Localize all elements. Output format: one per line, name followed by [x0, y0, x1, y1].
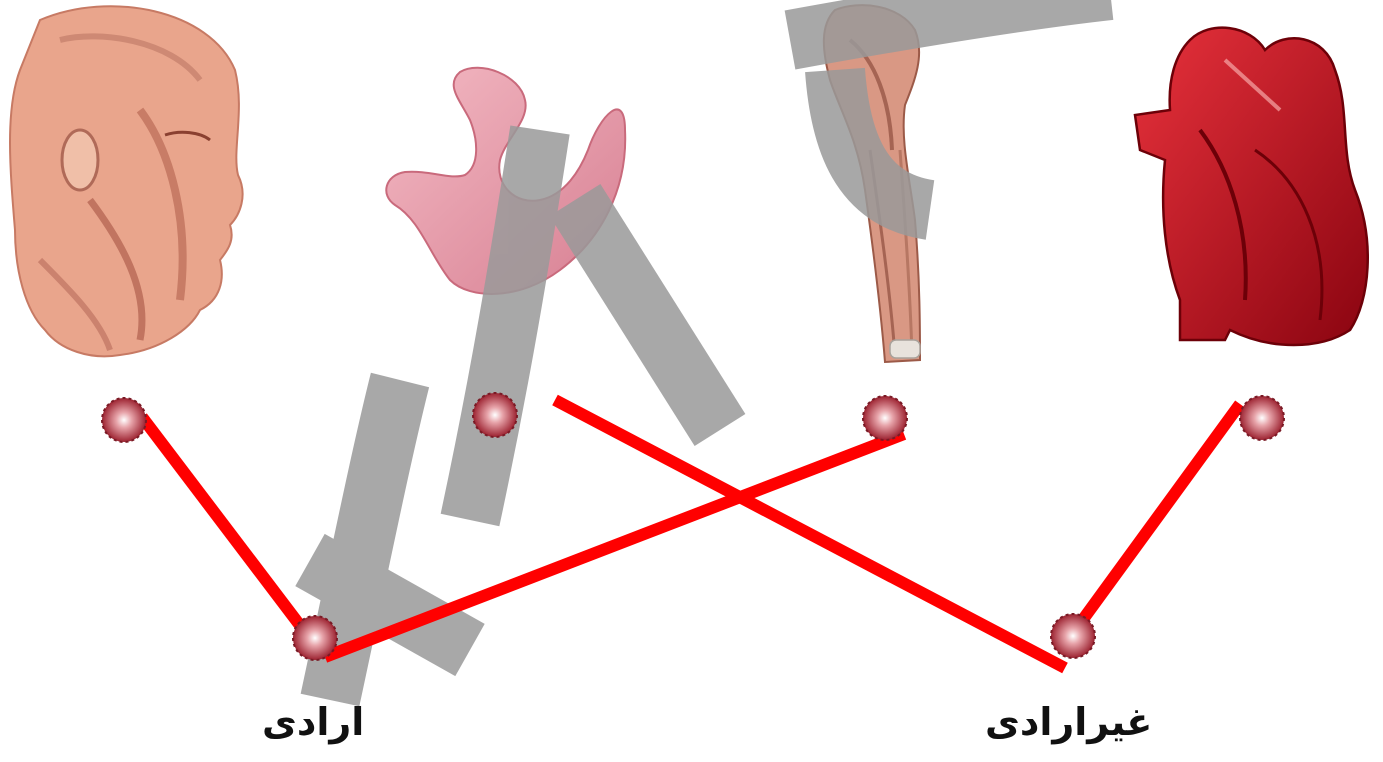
line-arm-to-voluntary [325, 434, 904, 657]
label-voluntary: ارادی [262, 700, 364, 744]
dot-head [102, 398, 146, 442]
line-heart-to-involuntary [1068, 404, 1240, 640]
dot-heart [1240, 396, 1284, 440]
dot-involuntary [1051, 614, 1095, 658]
watermark-logo [310, 0, 1110, 700]
label-involuntary: غیرارادی [985, 700, 1152, 744]
heart-image [1135, 28, 1368, 345]
dot-arm [863, 396, 907, 440]
dot-voluntary [293, 616, 337, 660]
head-muscles-image [10, 6, 243, 356]
dot-stomach [473, 393, 517, 437]
line-head-to-voluntary [142, 417, 305, 632]
